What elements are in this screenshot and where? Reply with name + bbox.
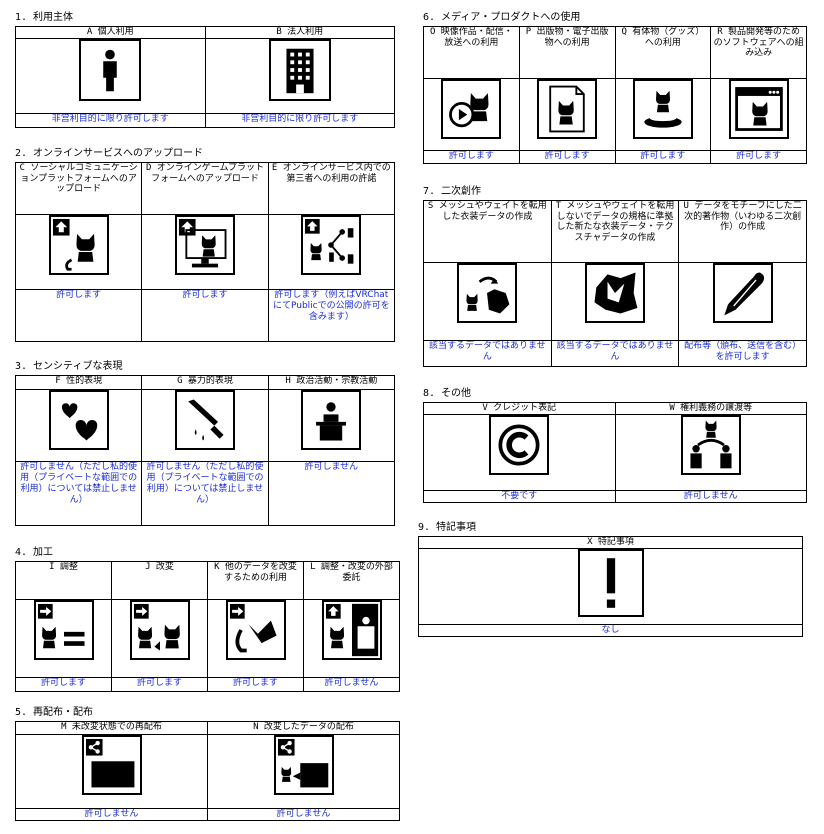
license-table: O 映像作品・配信・放送への利用 P 出版物・電子出版物への利用 Q 有体物（グ… [423, 26, 807, 164]
item-permission: 許可します [141, 289, 269, 342]
item-permission: 許可します [207, 677, 304, 692]
section-derivative-works: 7. 二次創作 S メッシュやウェイトを転用した衣装データの作成 T メッシュや… [423, 186, 807, 367]
item-heading: N 改変したデータの配布 [207, 721, 400, 735]
item-permission: 許可します [518, 150, 616, 164]
knife-icon [174, 390, 235, 450]
item-permission: 許可します [111, 677, 208, 692]
modify-icon [129, 600, 190, 660]
copyright-icon [489, 415, 550, 475]
item-permission: 許可しません（ただし私的使用（プライベートな範囲での利用）については禁止しません… [141, 461, 269, 526]
mesh-costume-icon [457, 263, 518, 323]
hearts-icon [48, 390, 109, 450]
item-heading: A 個人利用 [15, 26, 206, 39]
section-title: 4. 加工 [15, 547, 54, 558]
section-title: 8. その他 [423, 388, 472, 399]
license-table: M 未改変状態での再配布 N 改変したデータの配布 許可しません 許可しません [15, 721, 400, 821]
item-permission: 許可しません [303, 677, 400, 692]
item-heading: P 出版物・電子出版物への利用 [518, 26, 616, 79]
section-online-upload: 2. オンラインサービスへのアップロード C ソーシャルコミュニケーションプラッ… [14, 148, 396, 342]
transfer-icon [680, 415, 741, 475]
item-heading: U データをモチーフにした二次的著作物（いわゆる二次創作）の作成 [678, 200, 807, 263]
license-table: F 性的表現 G 暴力的表現 H 政治活動・宗教活動 許可しません（ただし私的使… [14, 375, 396, 526]
item-heading: H 政治活動・宗教活動 [267, 375, 396, 390]
item-permission: 許可しません [614, 490, 807, 503]
section-processing: 4. 加工 I 調整 J 改変 K 他のデータを改変するための利用 L 調整・改… [15, 547, 400, 692]
item-permission: 非営利目的に限り許可します [204, 113, 395, 128]
item-heading: T メッシュやウェイトを転用しないでデータの規格に準拠した新たな衣装データ・テク… [550, 200, 680, 263]
item-heading: W 権利義務の譲渡等 [614, 402, 807, 415]
item-heading: C ソーシャルコミュニケーションプラットフォームへのアップロード [14, 162, 143, 215]
item-heading: E オンラインサービス内での第三者への利用の許諾 [267, 162, 396, 215]
adjust-icon [33, 600, 94, 660]
item-heading: V クレジット表記 [423, 402, 616, 415]
podium-icon [301, 390, 362, 450]
exclamation-icon [577, 549, 644, 617]
section-other: 8. その他 V クレジット表記 W 権利義務の譲渡等 不要です 許可しません [423, 388, 807, 503]
item-permission: 許可します [14, 289, 143, 342]
item-heading: K 他のデータを改変するための利用 [207, 561, 304, 600]
share-users-icon [301, 215, 362, 275]
section-title: 1. 利用主体 [15, 12, 74, 23]
section-title: 6. メディア・プロダクトへの使用 [423, 12, 581, 23]
item-heading: R 製品開発等のためのソフトウェアへの組み込み [710, 26, 807, 79]
item-heading: L 調整・改変の外部委託 [303, 561, 400, 600]
item-permission: 許可します [710, 150, 807, 164]
item-heading: D オンラインゲームプラットフォームへのアップロード [141, 162, 269, 215]
section-title: 7. 二次創作 [423, 186, 482, 197]
item-heading: F 性的表現 [14, 375, 143, 390]
item-heading: S メッシュやウェイトを転用した衣装データの作成 [423, 200, 552, 263]
item-permission: 許可します（例えばVRChatにてPublicでの公開の許可を含みます） [267, 289, 396, 342]
item-heading: G 暴力的表現 [141, 375, 269, 390]
person-icon [79, 39, 142, 101]
license-table: V クレジット表記 W 権利義務の譲渡等 不要です 許可しません [423, 402, 807, 503]
building-icon [268, 39, 331, 101]
item-permission: 該当するデータではありません [423, 340, 552, 367]
pen-icon [712, 263, 773, 323]
figure-icon [632, 79, 693, 139]
license-table: I 調整 J 改変 K 他のデータを改変するための利用 L 調整・改変の外部委託… [15, 561, 400, 692]
video-icon [441, 79, 502, 139]
item-heading: Q 有体物（グッズ）への利用 [614, 26, 712, 79]
outsource-icon [321, 600, 382, 660]
item-heading: M 未改変状態での再配布 [15, 721, 208, 735]
section-usage-subject: 1. 利用主体 A 個人利用 B 法人利用 非営利目的に限り許可します 非営利目… [15, 12, 395, 128]
item-permission: 許可しません [267, 461, 396, 526]
item-permission: 許可しません [15, 808, 208, 821]
item-permission: なし [418, 624, 803, 637]
item-heading: O 映像作品・配信・放送への利用 [423, 26, 520, 79]
social-upload-icon [48, 215, 109, 275]
item-heading: B 法人利用 [204, 26, 395, 39]
license-table: S メッシュやウェイトを転用した衣装データの作成 T メッシュやウェイトを転用し… [423, 200, 807, 367]
section-title: 3. センシティブな表現 [15, 361, 123, 372]
item-heading: I 調整 [15, 561, 112, 600]
item-permission: 許可します [614, 150, 712, 164]
reuse-icon [225, 600, 286, 660]
section-title: 2. オンラインサービスへのアップロード [15, 148, 204, 159]
item-permission: 許可しません（ただし私的使用（プライベートな範囲での利用）については禁止しません… [14, 461, 143, 526]
item-permission: 配布等（頒布、送信を含む）を許可します [678, 340, 807, 367]
publication-icon [537, 79, 598, 139]
item-permission: 許可しません [207, 808, 400, 821]
software-icon [728, 79, 789, 139]
item-permission: 許可します [15, 677, 112, 692]
game-upload-icon [174, 215, 235, 275]
section-sensitive: 3. センシティブな表現 F 性的表現 G 暴力的表現 H 政治活動・宗教活動 … [14, 361, 396, 526]
item-permission: 非営利目的に限り許可します [15, 113, 206, 128]
item-heading: J 改変 [111, 561, 208, 600]
redistribute-icon [81, 735, 142, 795]
license-table: X 特記事項 なし [418, 536, 803, 637]
new-costume-icon [584, 263, 645, 323]
section-media-products: 6. メディア・プロダクトへの使用 O 映像作品・配信・放送への利用 P 出版物… [423, 12, 807, 164]
item-permission: 不要です [423, 490, 616, 503]
item-heading: X 特記事項 [418, 536, 803, 549]
item-permission: 許可します [423, 150, 520, 164]
section-title: 9. 特記事項 [418, 522, 477, 533]
item-permission: 該当するデータではありません [550, 340, 680, 367]
license-table: A 個人利用 B 法人利用 非営利目的に限り許可します 非営利目的に限り許可しま… [15, 26, 395, 128]
section-title: 5. 再配布・配布 [15, 707, 94, 718]
license-table: C ソーシャルコミュニケーションプラットフォームへのアップロード D オンライン… [14, 162, 396, 342]
distribute-modified-icon [273, 735, 334, 795]
section-redistribution: 5. 再配布・配布 M 未改変状態での再配布 N 改変したデータの配布 許可しま… [15, 707, 400, 821]
section-special-notes: 9. 特記事項 X 特記事項 なし [418, 522, 803, 637]
